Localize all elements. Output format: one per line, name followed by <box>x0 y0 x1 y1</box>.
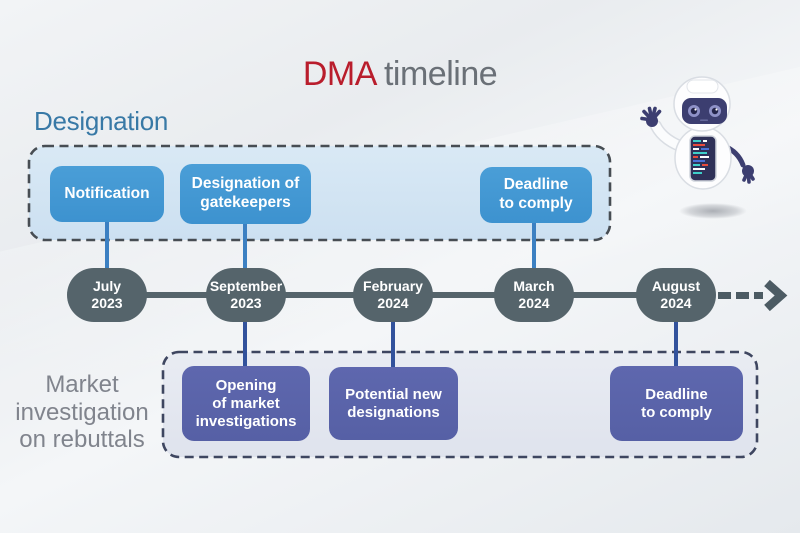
connector-september-opening <box>243 318 247 370</box>
connector-february-potential <box>391 318 395 370</box>
robot-shadow <box>679 203 747 219</box>
robot-screen <box>689 135 717 182</box>
box-deadline-to-comply-top: Deadline to comply <box>480 167 592 223</box>
designation-section-label: Designation <box>34 106 169 136</box>
market-investigation-section-label: Market investigation on rebuttals <box>15 371 149 454</box>
box-notification: Notification <box>50 166 164 222</box>
node-september-2023: September 2023 <box>206 268 286 322</box>
robot-head-band <box>686 79 719 94</box>
box-designation-of-gatekeepers: Designation of gatekeepers <box>180 164 311 224</box>
page-title: DMA timeline <box>0 55 800 94</box>
robot-screen-code <box>693 140 709 174</box>
robot-chin-mark <box>700 119 708 121</box>
connector-august-deadline <box>674 318 678 370</box>
box-opening-of-market-investigations: Opening of market investigations <box>182 366 310 441</box>
node-july-2023: July 2023 <box>67 268 147 322</box>
market-investigation-panel <box>161 350 759 459</box>
box-potential-new-designations: Potential new designations <box>329 367 458 440</box>
box-deadline-to-comply-bottom: Deadline to comply <box>610 366 743 441</box>
title-brand: DMA <box>302 55 376 93</box>
designation-panel <box>27 144 612 242</box>
robot-eyes <box>688 105 721 117</box>
connector-notification-july <box>105 218 109 278</box>
robot-mascot <box>640 76 755 219</box>
robot-right-hand <box>742 165 754 177</box>
robot-visor <box>682 98 727 124</box>
node-august-2024: August 2024 <box>636 268 716 322</box>
connector-gatekeepers-september <box>243 222 247 278</box>
node-march-2024: March 2024 <box>494 268 574 322</box>
dashed-arrow-icon <box>718 279 788 312</box>
node-february-2024: February 2024 <box>353 268 433 322</box>
title-rest: timeline <box>375 55 498 93</box>
robot-left-hand <box>646 115 658 127</box>
connector-deadline-march <box>532 221 536 278</box>
